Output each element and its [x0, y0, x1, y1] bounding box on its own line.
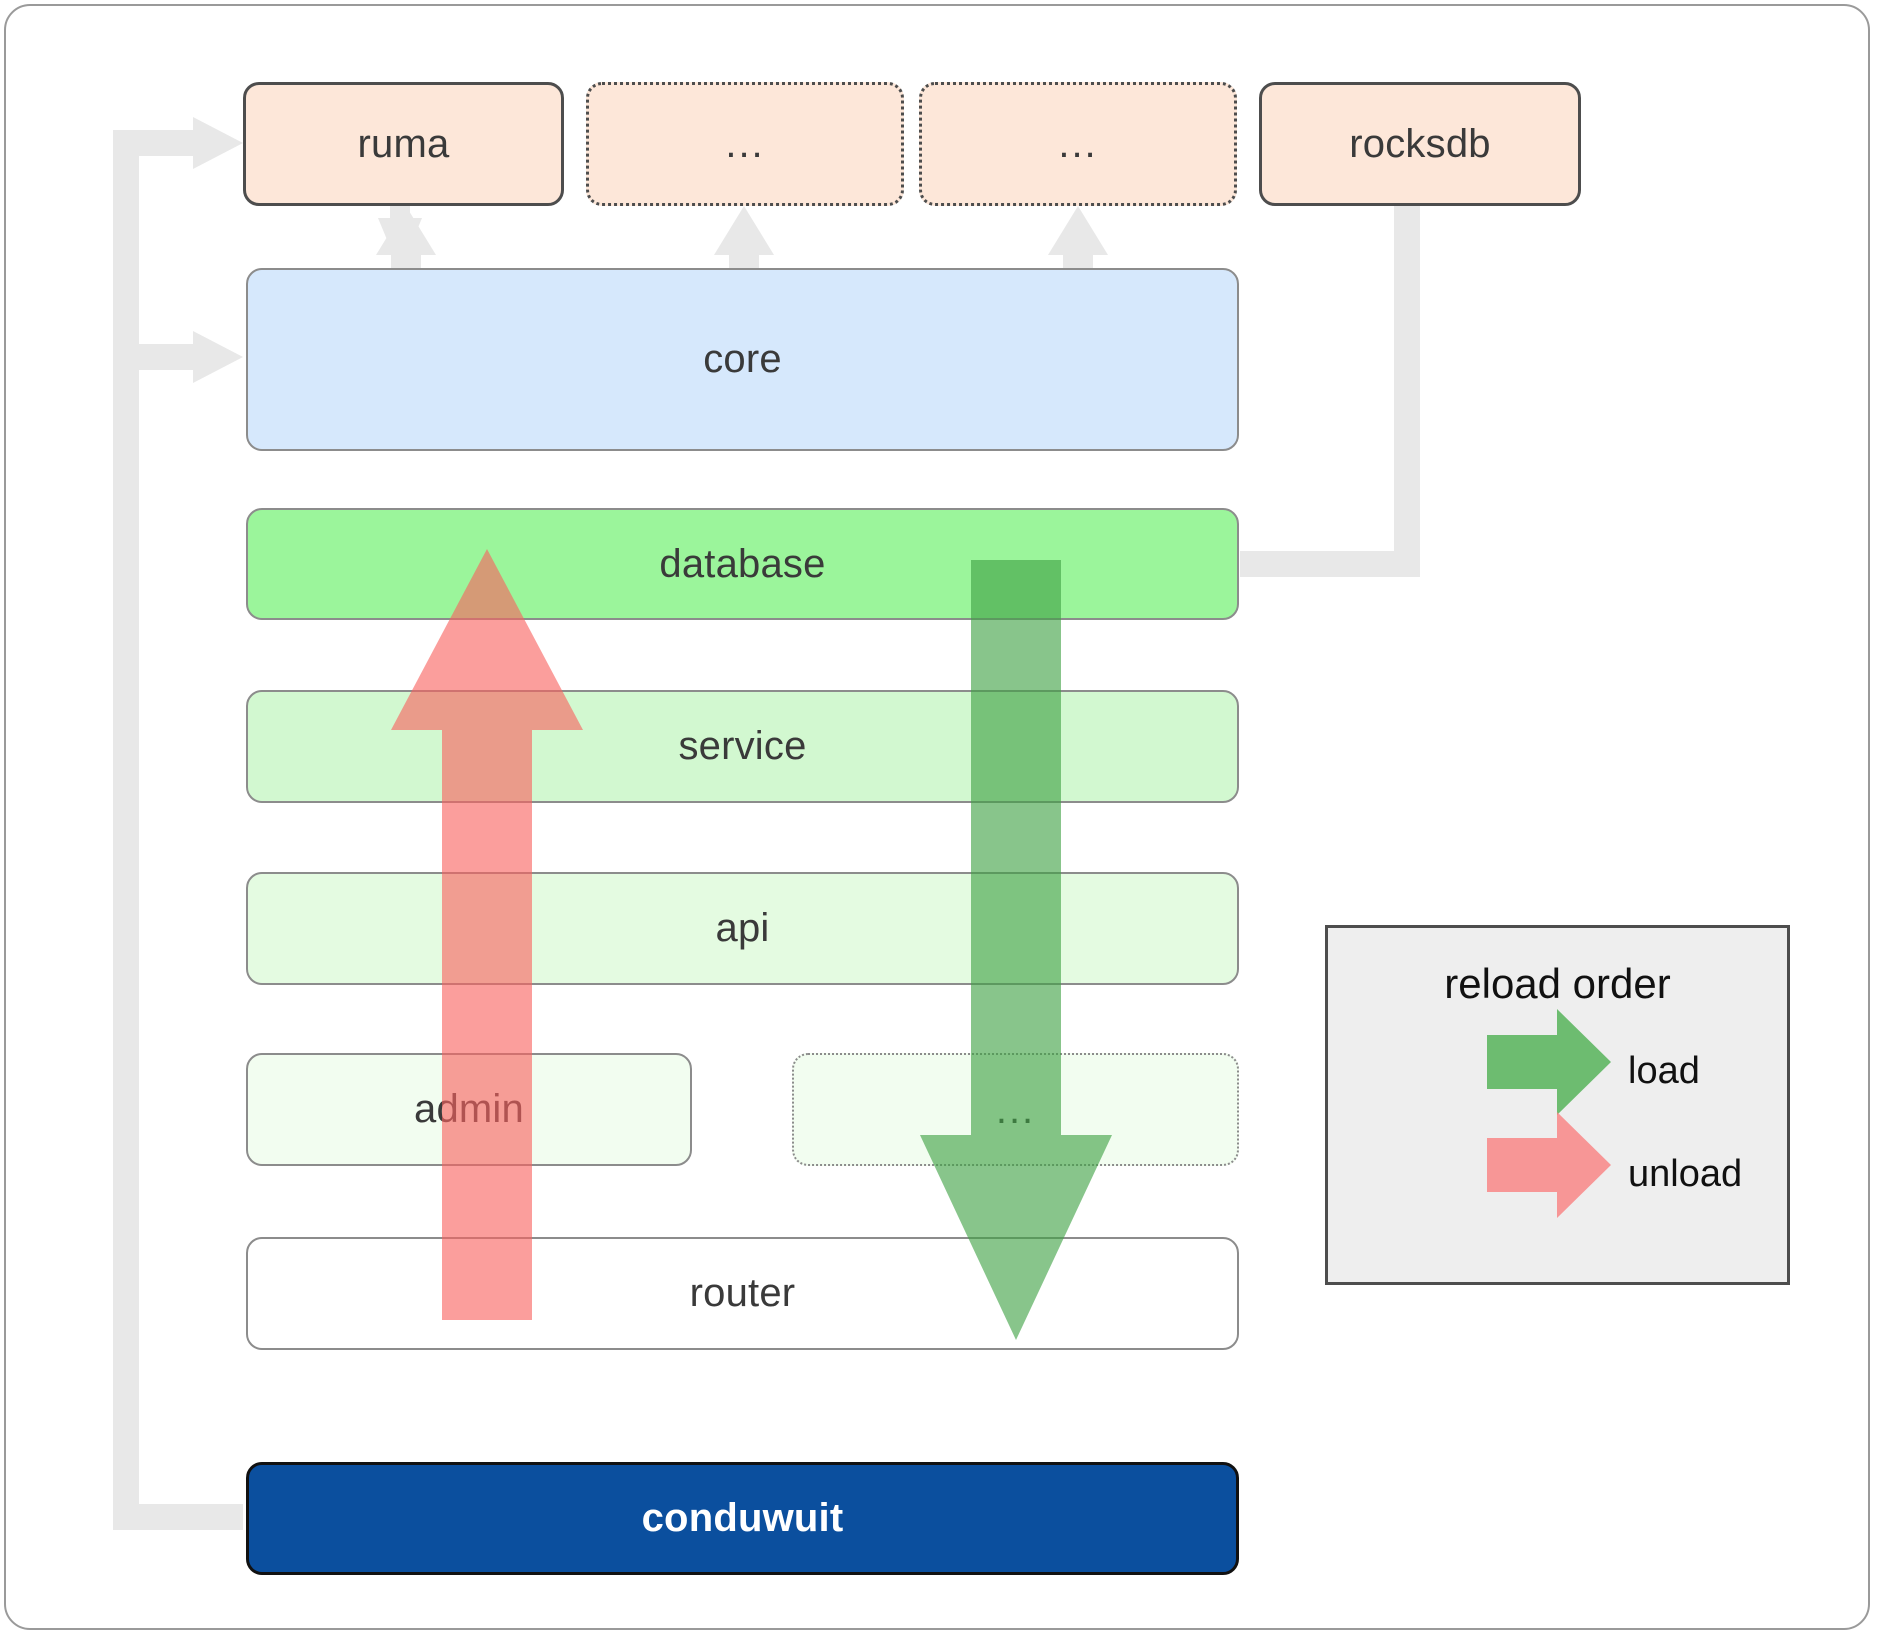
application-label-conduwuit: conduwuit [641, 1496, 844, 1540]
layer-node-admin[interactable]: admin [246, 1053, 692, 1166]
legend-panel: reload order load unload [1325, 925, 1790, 1285]
legend-load-arrow-icon [1487, 1009, 1611, 1115]
layer-node-core[interactable]: core [246, 268, 1239, 451]
layer-label-api: api [715, 906, 770, 950]
layer-node-service[interactable]: service [246, 690, 1239, 803]
dependency-label-ruma: ruma [357, 121, 450, 166]
application-node-conduwuit[interactable]: conduwuit [246, 1462, 1239, 1575]
layer-label-router: router [689, 1271, 796, 1315]
layer-node-api[interactable]: api [246, 872, 1239, 985]
dependency-label-placeholder-2: ... [1058, 122, 1098, 166]
dependency-node-placeholder-2[interactable]: ... [919, 82, 1237, 206]
dependency-label-rocksdb: rocksdb [1349, 121, 1491, 166]
legend-unload-arrow-icon [1487, 1112, 1611, 1218]
dependency-node-rocksdb[interactable]: rocksdb [1259, 82, 1581, 206]
layer-label-core: core [703, 337, 782, 381]
layer-node-router[interactable]: router [246, 1237, 1239, 1350]
dependency-node-placeholder-1[interactable]: ... [586, 82, 904, 206]
layer-node-placeholder[interactable]: ... [792, 1053, 1239, 1166]
layer-label-service: service [678, 724, 807, 768]
legend-label-load: load [1628, 1050, 1700, 1092]
layer-label-admin: admin [414, 1087, 524, 1131]
layer-label-database: database [659, 541, 826, 586]
layer-label-placeholder: ... [995, 1087, 1036, 1132]
diagram-frame [4, 4, 1870, 1630]
dependency-node-ruma[interactable]: ruma [243, 82, 564, 206]
legend-label-unload: unload [1628, 1153, 1743, 1195]
dependency-label-placeholder-1: ... [725, 122, 765, 166]
layer-node-database[interactable]: database [246, 508, 1239, 620]
legend-title: reload order [1444, 960, 1671, 1007]
legend-arrow-icons [1487, 1009, 1611, 1218]
